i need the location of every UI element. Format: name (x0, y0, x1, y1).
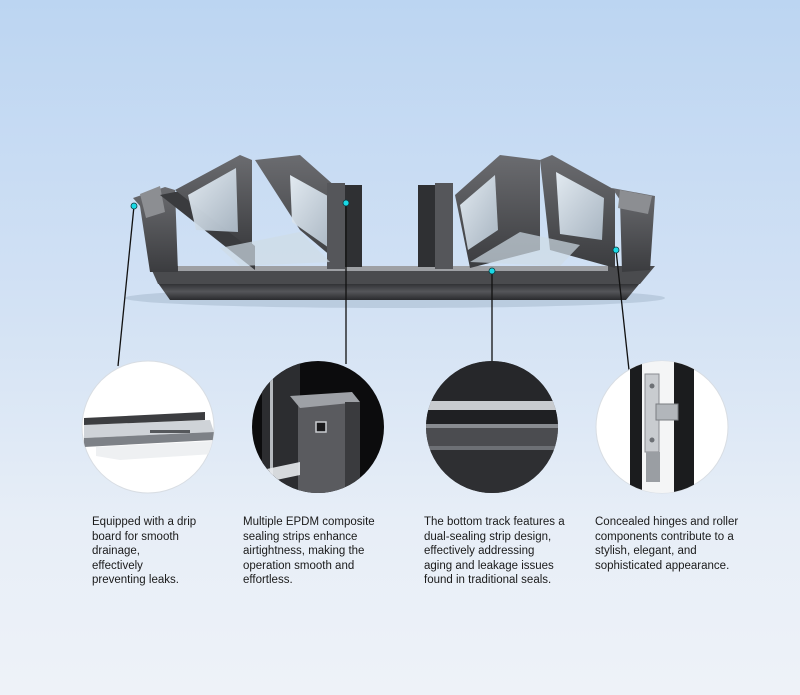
bottom-track-icon (426, 361, 558, 493)
feature-caption-drip-board: Equipped with a drip board for smooth dr… (92, 516, 197, 586)
drip-board-icon (81, 360, 215, 494)
marker-dot-bottom-track (488, 267, 496, 275)
feature-caption-bottom-track: The bottom track features a dual-sealing… (424, 516, 565, 586)
hinge-roller-icon (595, 360, 729, 494)
epdm-seal-icon (252, 361, 384, 493)
folding-window-frame (125, 155, 665, 308)
marker-dots (130, 199, 620, 275)
marker-dot-hinge (612, 246, 620, 254)
marker-dot-drip-board (130, 202, 138, 210)
marker-dot-epdm-seal (342, 199, 350, 207)
feature-caption-epdm-seal: Multiple EPDM composite sealing strips e… (243, 516, 375, 586)
connector-lines (117, 203, 630, 371)
feature-caption-hinge-roller: Concealed hinges and roller components c… (595, 516, 739, 572)
